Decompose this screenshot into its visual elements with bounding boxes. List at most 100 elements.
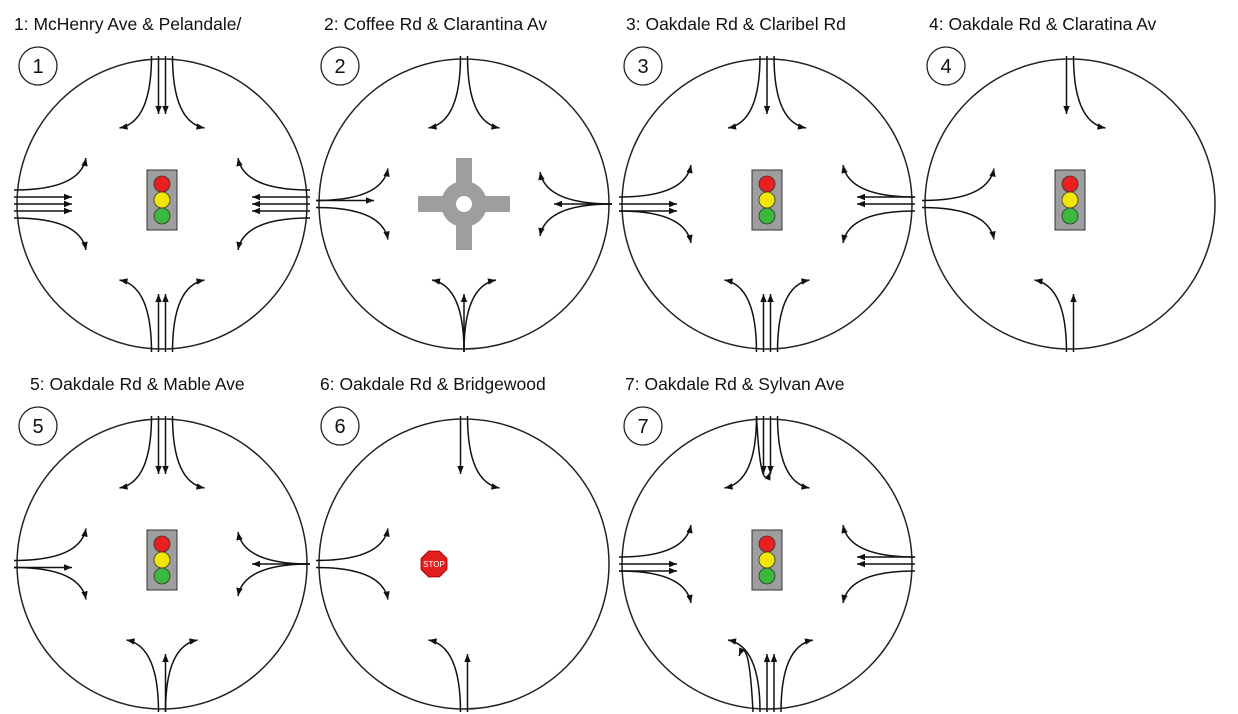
id-badge-label: 3: [637, 56, 648, 78]
east-lane-1-left-head: [236, 241, 243, 250]
id-badge-label: 2: [334, 56, 345, 78]
east-lane-1-right-head: [538, 172, 545, 181]
traffic-signal-icon: [146, 169, 178, 231]
west-lane-3-through-head: [64, 200, 72, 208]
east-lane-1-right-head: [236, 532, 243, 541]
id-badge: 1: [18, 46, 58, 86]
east-lane-1-left-head: [236, 587, 243, 596]
north-lane-3-through-head: [155, 466, 162, 474]
intersection-7-title: 7: Oakdale Rd & Sylvan Ave: [625, 374, 845, 394]
north-lane-1-left-head: [196, 483, 205, 490]
east-lane-2-through-head: [857, 560, 865, 568]
id-badge-label: 7: [637, 416, 648, 438]
south-lane-2-through-head: [162, 654, 169, 662]
traffic-signal-icon: [751, 169, 783, 231]
east-lane-1-left-head: [841, 234, 848, 243]
north-lane-2-through-head: [162, 466, 169, 474]
south-lane-5-right-head: [804, 638, 813, 645]
lane-movements: [618, 415, 916, 713]
east-lane-3-through-head: [857, 193, 865, 201]
intersection-3-diagram: 3: [617, 44, 917, 354]
intersection-2-title: 2: Coffee Rd & Clarantina Av: [324, 14, 548, 34]
south-lane-3-through-head: [162, 294, 169, 302]
south-lane-1-left-head: [126, 638, 135, 645]
south-lane-2-left-head: [728, 638, 737, 645]
north-lane-2-through-head: [162, 106, 169, 114]
intersection-5-diagram: 5: [12, 404, 312, 714]
west-lane-1-left-head: [383, 528, 390, 537]
west-lane-1-left-head: [686, 525, 693, 534]
south-lane-2-through-head: [1070, 294, 1077, 302]
lane-movements: [618, 55, 916, 353]
id-badge: 3: [623, 46, 663, 86]
intersection-6-title: 6: Oakdale Rd & Bridgewood: [320, 374, 546, 394]
lane-movements: [13, 55, 311, 353]
east-lane-1-left-head: [538, 227, 545, 236]
south-lane-4-through-head: [770, 654, 778, 662]
east-lane-3-through-head: [857, 553, 865, 561]
east-lane-2-through-head: [252, 207, 260, 215]
south-lane-1-right-head: [487, 278, 496, 285]
north-lane-1-left-head: [797, 123, 806, 130]
intersection-2-diagram: 2: [314, 44, 614, 354]
south-lane-1-left-head: [432, 278, 441, 285]
id-badge: 2: [320, 46, 360, 86]
intersection-7-diagram: 7: [617, 404, 917, 714]
roundabout-icon: [418, 158, 510, 250]
south-lane-1-through-head: [460, 294, 468, 302]
stop-sign-icon: STOP: [420, 550, 448, 578]
south-lane-4-right-head: [801, 278, 810, 285]
south-lane-2-through-head: [155, 294, 162, 302]
west-lane-2-right-head: [989, 231, 996, 240]
north-lane-4-right-head: [119, 123, 128, 130]
east-lane-3-through-head: [252, 200, 260, 208]
traffic-signal-icon: [751, 529, 783, 591]
intersection-1-diagram: 1: [12, 44, 312, 354]
south-lane-1-uturn-head: [739, 647, 746, 656]
north-lane-2-through-head: [1063, 106, 1070, 114]
north-lane-4-right-head: [724, 483, 733, 490]
lane-movements: [315, 415, 500, 713]
south-lane-1-left-head: [119, 278, 128, 285]
id-badge-label: 5: [32, 416, 43, 438]
lane-movements: [315, 55, 613, 353]
south-lane-1-left-head: [724, 278, 733, 285]
lane-movements: [921, 55, 1106, 353]
south-lane-3-through-head: [767, 294, 774, 302]
west-lane-1-left-head: [989, 168, 996, 177]
east-lane-1-through-head: [554, 200, 562, 208]
north-lane-1-left-head: [491, 483, 500, 490]
east-lane-1-left-head: [841, 594, 848, 603]
west-lane-3-right-head: [686, 234, 693, 243]
id-badge: 6: [320, 406, 360, 446]
west-lane-2-right-head: [383, 591, 390, 600]
north-lane-3-through-head: [155, 106, 162, 114]
id-badge-label: 6: [334, 416, 345, 438]
id-badge: 7: [623, 406, 663, 446]
west-lane-2-through-head: [669, 200, 677, 208]
west-lane-3-right-head: [686, 594, 693, 603]
west-lane-2-through-head: [669, 560, 677, 568]
west-lane-1-left-head: [81, 158, 88, 167]
north-lane-1-left-head: [1097, 123, 1106, 130]
north-lane-4-right-head: [119, 483, 128, 490]
east-lane-5-right-head: [236, 158, 243, 167]
west-lane-2-through-head: [64, 564, 72, 571]
south-lane-2-through-head: [464, 654, 471, 662]
north-lane-2-through-head: [457, 466, 464, 474]
north-lane-3-right-head: [728, 123, 737, 130]
lane-movements: [13, 415, 311, 713]
intersection-outline: [318, 418, 610, 710]
west-lane-1-through-head: [366, 197, 374, 204]
intersection-4-diagram: 4: [920, 44, 1220, 354]
south-lane-2-through-head: [760, 294, 767, 302]
intersection-5-title: 5: Oakdale Rd & Mable Ave: [30, 374, 245, 394]
west-lane-3-through-head: [669, 207, 677, 215]
traffic-signal-icon: [146, 529, 178, 591]
east-lane-1-through-head: [252, 560, 260, 568]
id-badge-label: 4: [940, 56, 951, 78]
south-lane-2-right-head: [189, 638, 198, 645]
south-lane-1-left-head: [1034, 278, 1043, 285]
west-lane-2-right-head: [81, 591, 88, 600]
east-lane-4-through-head: [252, 193, 260, 201]
